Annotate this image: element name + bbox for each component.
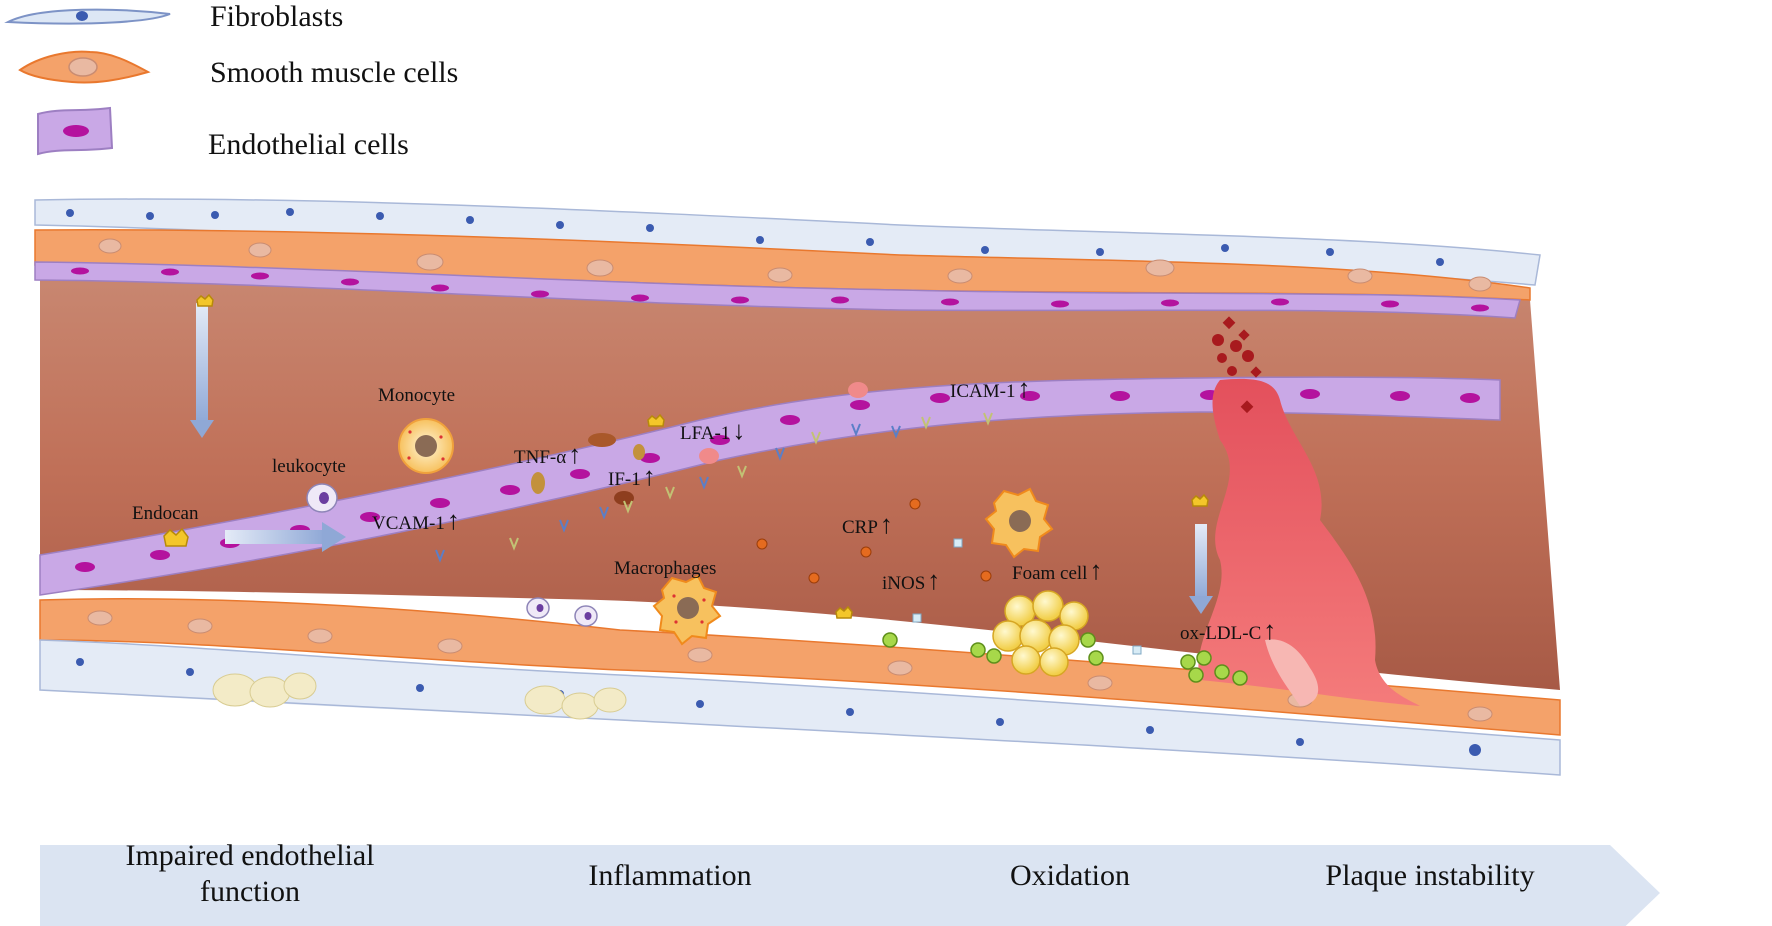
label-ox-ldl: ox-LDL-C↑ (1180, 616, 1277, 645)
stage-label-impaired: Impaired endothelial function (125, 839, 375, 908)
plaque (1198, 378, 1420, 706)
up-arrow-icon: ↑ (568, 440, 582, 469)
label-lfa: LFA-1↓ (680, 416, 746, 445)
label-monocyte: Monocyte (378, 385, 456, 406)
label-if1: IF-1↑ (608, 462, 656, 491)
legend-label-smooth-muscle: Smooth muscle cells (210, 56, 459, 89)
top-endothelial-layer (34, 261, 1521, 319)
leukocyte-icon (306, 483, 338, 513)
macrophage-icon (652, 574, 722, 646)
label-inos: iNOS↑ (882, 566, 941, 595)
label-tnf: TNF-α↑ (514, 440, 582, 469)
endocan-icon (163, 293, 1209, 619)
inner-endothelial-layer (39, 376, 1501, 596)
legend-label-fibroblasts: Fibroblasts (210, 0, 344, 33)
label-leukocyte: leukocyte (272, 456, 346, 477)
legend-endothelial-icon (37, 106, 114, 156)
up-arrow-icon: ↑ (879, 510, 893, 539)
legend-label-endothelial: Endothelial cells (208, 128, 409, 161)
label-macrophages: Macrophages (614, 558, 717, 579)
bottom-fibroblast-layer (39, 639, 1561, 776)
up-arrow-icon: ↑ (446, 506, 460, 535)
up-arrow-icon: ↑ (1263, 616, 1277, 645)
stage-label-oxidation: Oxidation (1010, 859, 1130, 892)
up-arrow-icon: ↑ (1089, 556, 1103, 585)
label-icam: ICAM-1↑ (950, 374, 1031, 403)
label-crp: CRP↑ (842, 510, 893, 539)
legend-fibroblast-icon (4, 8, 171, 25)
stage-label-inflammation: Inflammation (588, 859, 752, 892)
legend-smooth-muscle-icon (18, 50, 151, 84)
stage-label-plaque: Plaque instability (1325, 859, 1535, 892)
label-vcam: VCAM-1↑ (372, 506, 460, 535)
down-arrow-icon: ↓ (732, 416, 746, 445)
label-foam-cell: Foam cell↑ (1012, 556, 1103, 585)
stage-bar (40, 845, 1660, 926)
bottom-smooth-muscle-layer (39, 598, 1561, 736)
foam-cell-icon (992, 590, 1089, 677)
vessel-lumen (40, 250, 1560, 690)
up-arrow-icon: ↑ (1017, 374, 1031, 403)
label-endocan: Endocan (132, 503, 199, 524)
monocyte-icon (398, 418, 454, 474)
up-arrow-icon: ↑ (642, 462, 656, 491)
up-arrow-icon: ↑ (927, 566, 941, 595)
